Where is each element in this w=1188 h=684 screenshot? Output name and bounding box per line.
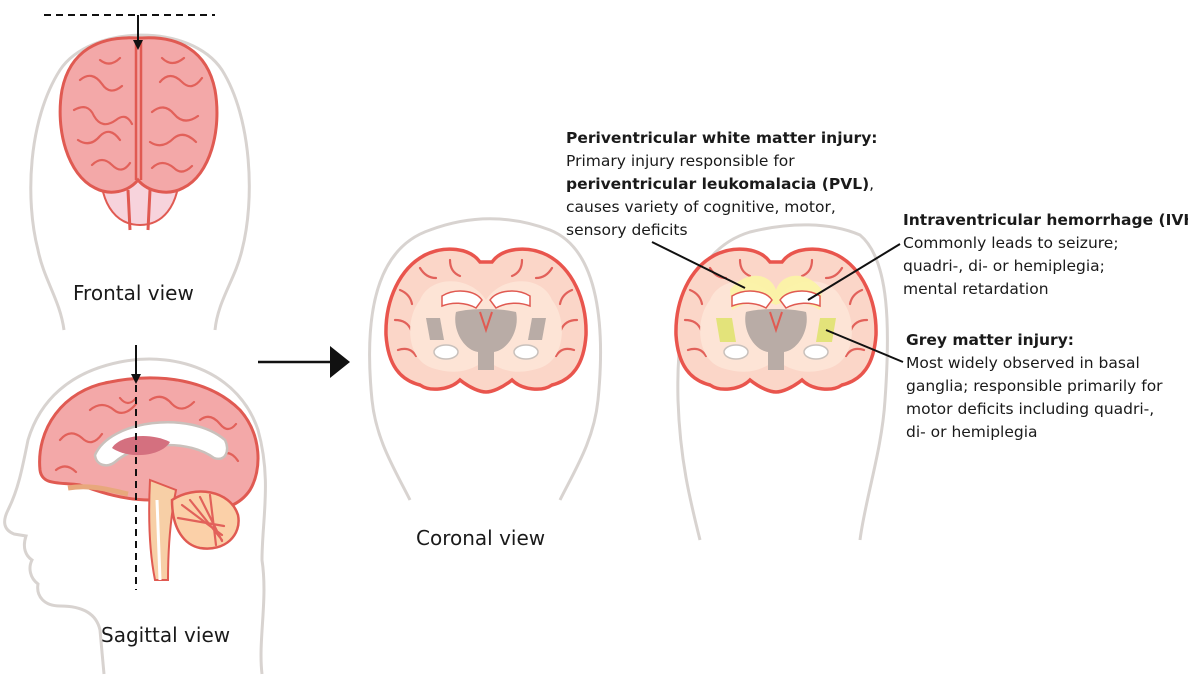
ivh-title: Intraventricular hemorrhage (IVH): [903,211,1188,229]
coronal-hippocampus-right [514,345,538,359]
gmi-annotation: Grey matter injury: Most widely observed… [906,331,1163,441]
pwmi-line2: periventricular leukomalacia (PVL), [566,175,874,193]
ivh-line1: Commonly leads to seizure; [903,234,1119,252]
gmi-line2: ganglia; responsible primarily for [906,377,1163,395]
frontal-view: Frontal view [31,15,250,330]
coronal-view-label: Coronal view [416,526,545,550]
pwmi-line2-bold: periventricular leukomalacia (PVL) [566,175,869,193]
coronal-hippocampus-left [434,345,458,359]
ivh-annotation: Intraventricular hemorrhage (IVH): Commo… [903,211,1188,298]
pwmi-line1: Primary injury responsible for [566,152,795,170]
gmi-line3: motor deficits including quadri-, [906,400,1154,418]
annotated-hippocampus-right [804,345,828,359]
sagittal-view: Sagittal view [5,345,266,674]
pwmi-annotation: Periventricular white matter injury: Pri… [566,129,878,239]
pwmi-line3: causes variety of cognitive, motor, [566,198,836,216]
pwmi-line2-rest: , [869,175,874,193]
gmi-line4: di- or hemiplegia [906,423,1038,441]
transition-arrow [258,346,350,378]
gmi-title: Grey matter injury: [906,331,1074,349]
ivh-line3: mental retardation [903,280,1049,298]
frontal-view-label: Frontal view [73,281,194,305]
gmi-line1: Most widely observed in basal [906,354,1140,372]
pwmi-line4: sensory deficits [566,221,688,239]
coronal-view: Coronal view [370,219,601,550]
ivh-line2: quadri-, di- or hemiplegia; [903,257,1105,275]
pwmi-title: Periventricular white matter injury: [566,129,878,147]
sagittal-view-label: Sagittal view [101,623,230,647]
annotated-coronal-view [676,225,888,540]
frontal-brain [60,38,217,192]
annotated-hippocampus-left [724,345,748,359]
